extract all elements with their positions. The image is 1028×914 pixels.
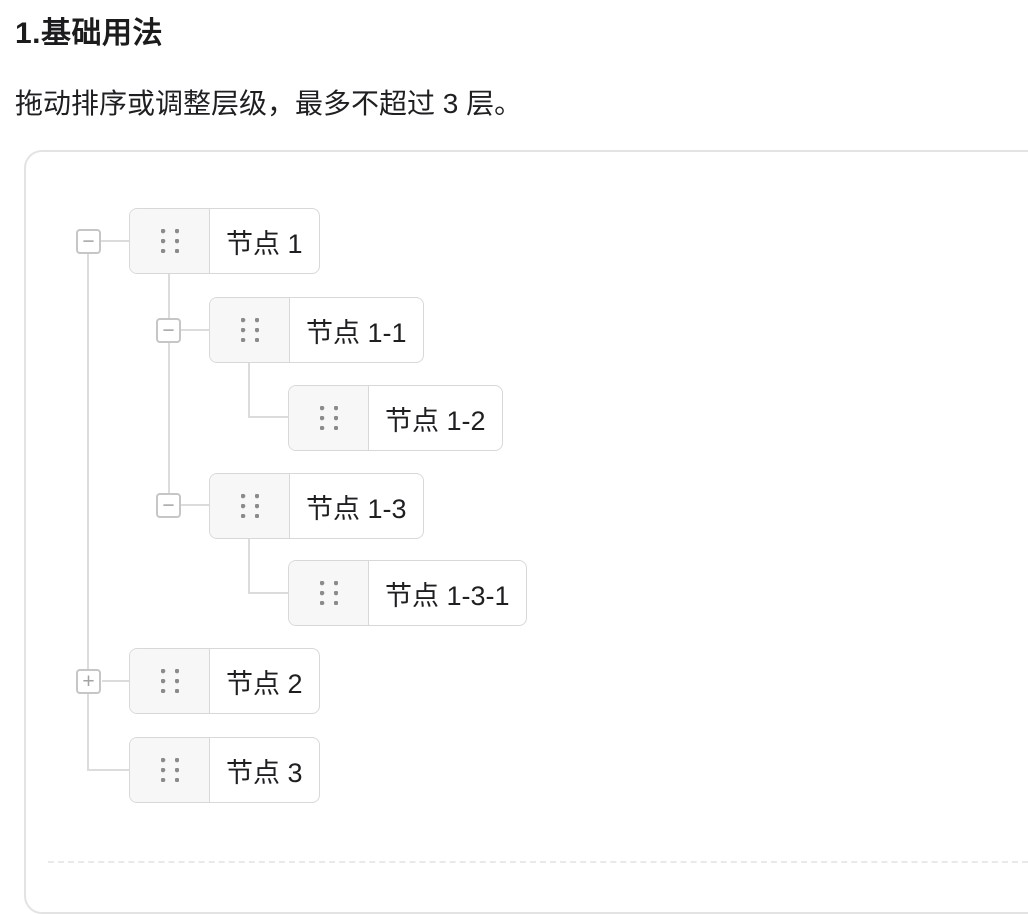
drag-handle-icon [240, 318, 259, 342]
drag-handle[interactable] [130, 649, 210, 713]
tree-node[interactable]: 节点 1 [129, 208, 320, 274]
drag-handle[interactable] [210, 474, 290, 538]
drag-handle[interactable] [130, 738, 210, 802]
tree-node[interactable]: 节点 1-3-1 [288, 560, 527, 626]
drag-handle-icon [240, 494, 259, 518]
drag-handle-icon [160, 229, 179, 253]
section-description: 拖动排序或调整层级，最多不超过 3 层。 [15, 88, 523, 119]
connector-line [249, 592, 288, 594]
connector-line [87, 254, 89, 771]
node-label: 节点 1-2 [385, 405, 486, 436]
drag-handle[interactable] [130, 209, 210, 273]
dashed-divider [48, 861, 1028, 863]
node-label: 节点 1 [226, 228, 303, 259]
node-label: 节点 1-3-1 [385, 580, 510, 611]
collapse-button[interactable]: − [76, 229, 101, 254]
tree-node[interactable]: 节点 3 [129, 737, 320, 803]
node-label: 节点 2 [226, 668, 303, 699]
tree-node[interactable]: 节点 2 [129, 648, 320, 714]
node-label: 节点 1-1 [306, 317, 407, 348]
collapse-button[interactable]: − [156, 493, 181, 518]
connector-line [248, 539, 250, 594]
drag-handle[interactable] [289, 561, 369, 625]
connector-line [168, 274, 170, 506]
expand-button[interactable]: + [76, 669, 101, 694]
drag-handle[interactable] [289, 386, 369, 450]
tree-node[interactable]: 节点 1-1 [209, 297, 424, 363]
drag-handle-icon [319, 581, 338, 605]
drag-handle-icon [160, 758, 179, 782]
connector-line [102, 680, 129, 682]
connector-line [249, 416, 288, 418]
connector-line [88, 769, 129, 771]
connector-line [248, 363, 250, 418]
section-title: 1.基础用法 [15, 17, 164, 50]
node-label: 节点 3 [226, 757, 303, 788]
tree-node[interactable]: 节点 1-2 [288, 385, 503, 451]
collapse-button[interactable]: − [156, 318, 181, 343]
drag-handle[interactable] [210, 298, 290, 362]
drag-handle-icon [319, 406, 338, 430]
tree-node[interactable]: 节点 1-3 [209, 473, 424, 539]
drag-handle-icon [160, 669, 179, 693]
connector-line [181, 329, 209, 331]
node-label: 节点 1-3 [306, 493, 407, 524]
connector-line [101, 240, 129, 242]
connector-line [181, 504, 209, 506]
